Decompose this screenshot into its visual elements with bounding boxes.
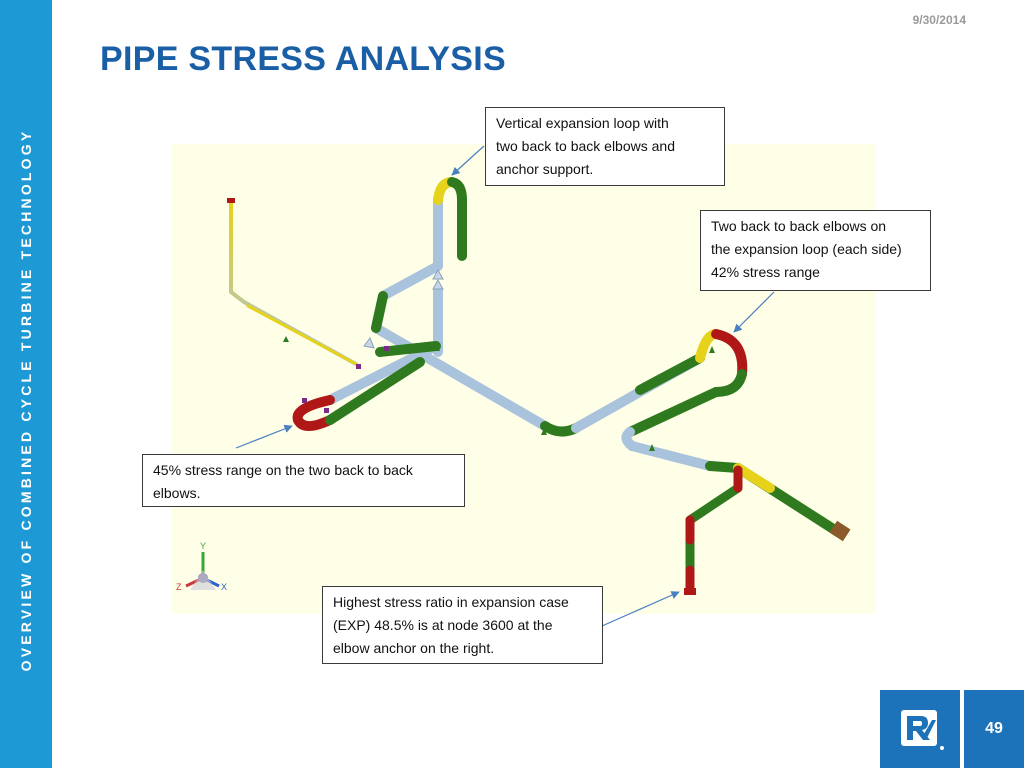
page-title: PIPE STRESS ANALYSIS [100, 40, 506, 78]
callout-highest-stress: Highest stress ratio in expansion case (… [322, 586, 603, 664]
main-pipe-left [371, 323, 550, 431]
callout-arrows [235, 145, 775, 627]
callout-vertical-loop: Vertical expansion loop with two back to… [485, 107, 725, 186]
guide-marker [432, 278, 444, 290]
callout-line: Two back to back elbows on [711, 218, 887, 234]
slide-date: 9/30/2014 [912, 13, 966, 27]
right-loop-return [625, 387, 721, 437]
z-axis-label: Z [176, 582, 182, 592]
hangers [302, 346, 389, 413]
callout-line: anchor support. [496, 161, 594, 177]
hanger-marker [384, 346, 389, 351]
main-pipe-right-stressed [635, 353, 705, 395]
guide-marker [363, 336, 375, 349]
left-loop-lower [325, 357, 425, 425]
node-3600-anchor [684, 588, 696, 595]
callout-line: Highest stress ratio in expansion case [333, 594, 569, 610]
right-end-stressed [733, 463, 775, 493]
arrow-node-3600 [601, 591, 680, 627]
y-axis-label: Y [200, 541, 206, 551]
callout-left-elbows: 45% stress range on the two back to back… [142, 454, 465, 507]
thin-branch-stressed [246, 304, 358, 366]
support-marker [649, 444, 655, 451]
callout-line: Vertical expansion loop with [496, 115, 669, 131]
axis-plane [190, 570, 216, 590]
callout-line: (EXP) 48.5% is at node 3600 at the [333, 617, 553, 633]
logo-icon [901, 710, 944, 750]
left-loop-upper [325, 341, 441, 405]
right-end-anchor [829, 520, 851, 542]
arrow-left-elbows [235, 424, 293, 449]
x-axis-label: X [221, 582, 227, 592]
hanger-marker [356, 364, 361, 369]
hanger-marker [324, 408, 329, 413]
axis-triad: Y X Z [176, 541, 227, 592]
right-loop-elbow-2 [711, 329, 748, 379]
callout-line: elbows. [153, 485, 201, 501]
right-lower-pipe [627, 441, 715, 471]
support-marker [283, 336, 289, 342]
callout-line: two back to back elbows and [496, 138, 675, 154]
left-loop-connector [375, 341, 441, 357]
support-marker [541, 428, 547, 435]
support-marker [709, 346, 715, 353]
support-marker [434, 344, 440, 351]
callout-line: 42% stress range [711, 264, 820, 280]
supports [283, 336, 715, 451]
arrow-vertical-loop [451, 145, 485, 176]
callout-back-to-back: Two back to back elbows on the expansion… [700, 210, 931, 291]
page-number: 49 [964, 690, 1024, 768]
callout-line: 45% stress range on the two back to back [153, 462, 413, 478]
hanger-marker [302, 398, 307, 403]
thin-branch-cap [227, 198, 235, 203]
arrow-back-to-back [733, 291, 775, 333]
vertical-loop-feeder-elbow [371, 291, 388, 333]
sidebar: OVERVIEW OF COMBINED CYCLE TURBINE TECHN… [0, 0, 52, 768]
company-logo [880, 690, 960, 768]
callout-line: elbow anchor on the right. [333, 640, 495, 656]
callout-line: the expansion loop (each side) [711, 241, 902, 257]
